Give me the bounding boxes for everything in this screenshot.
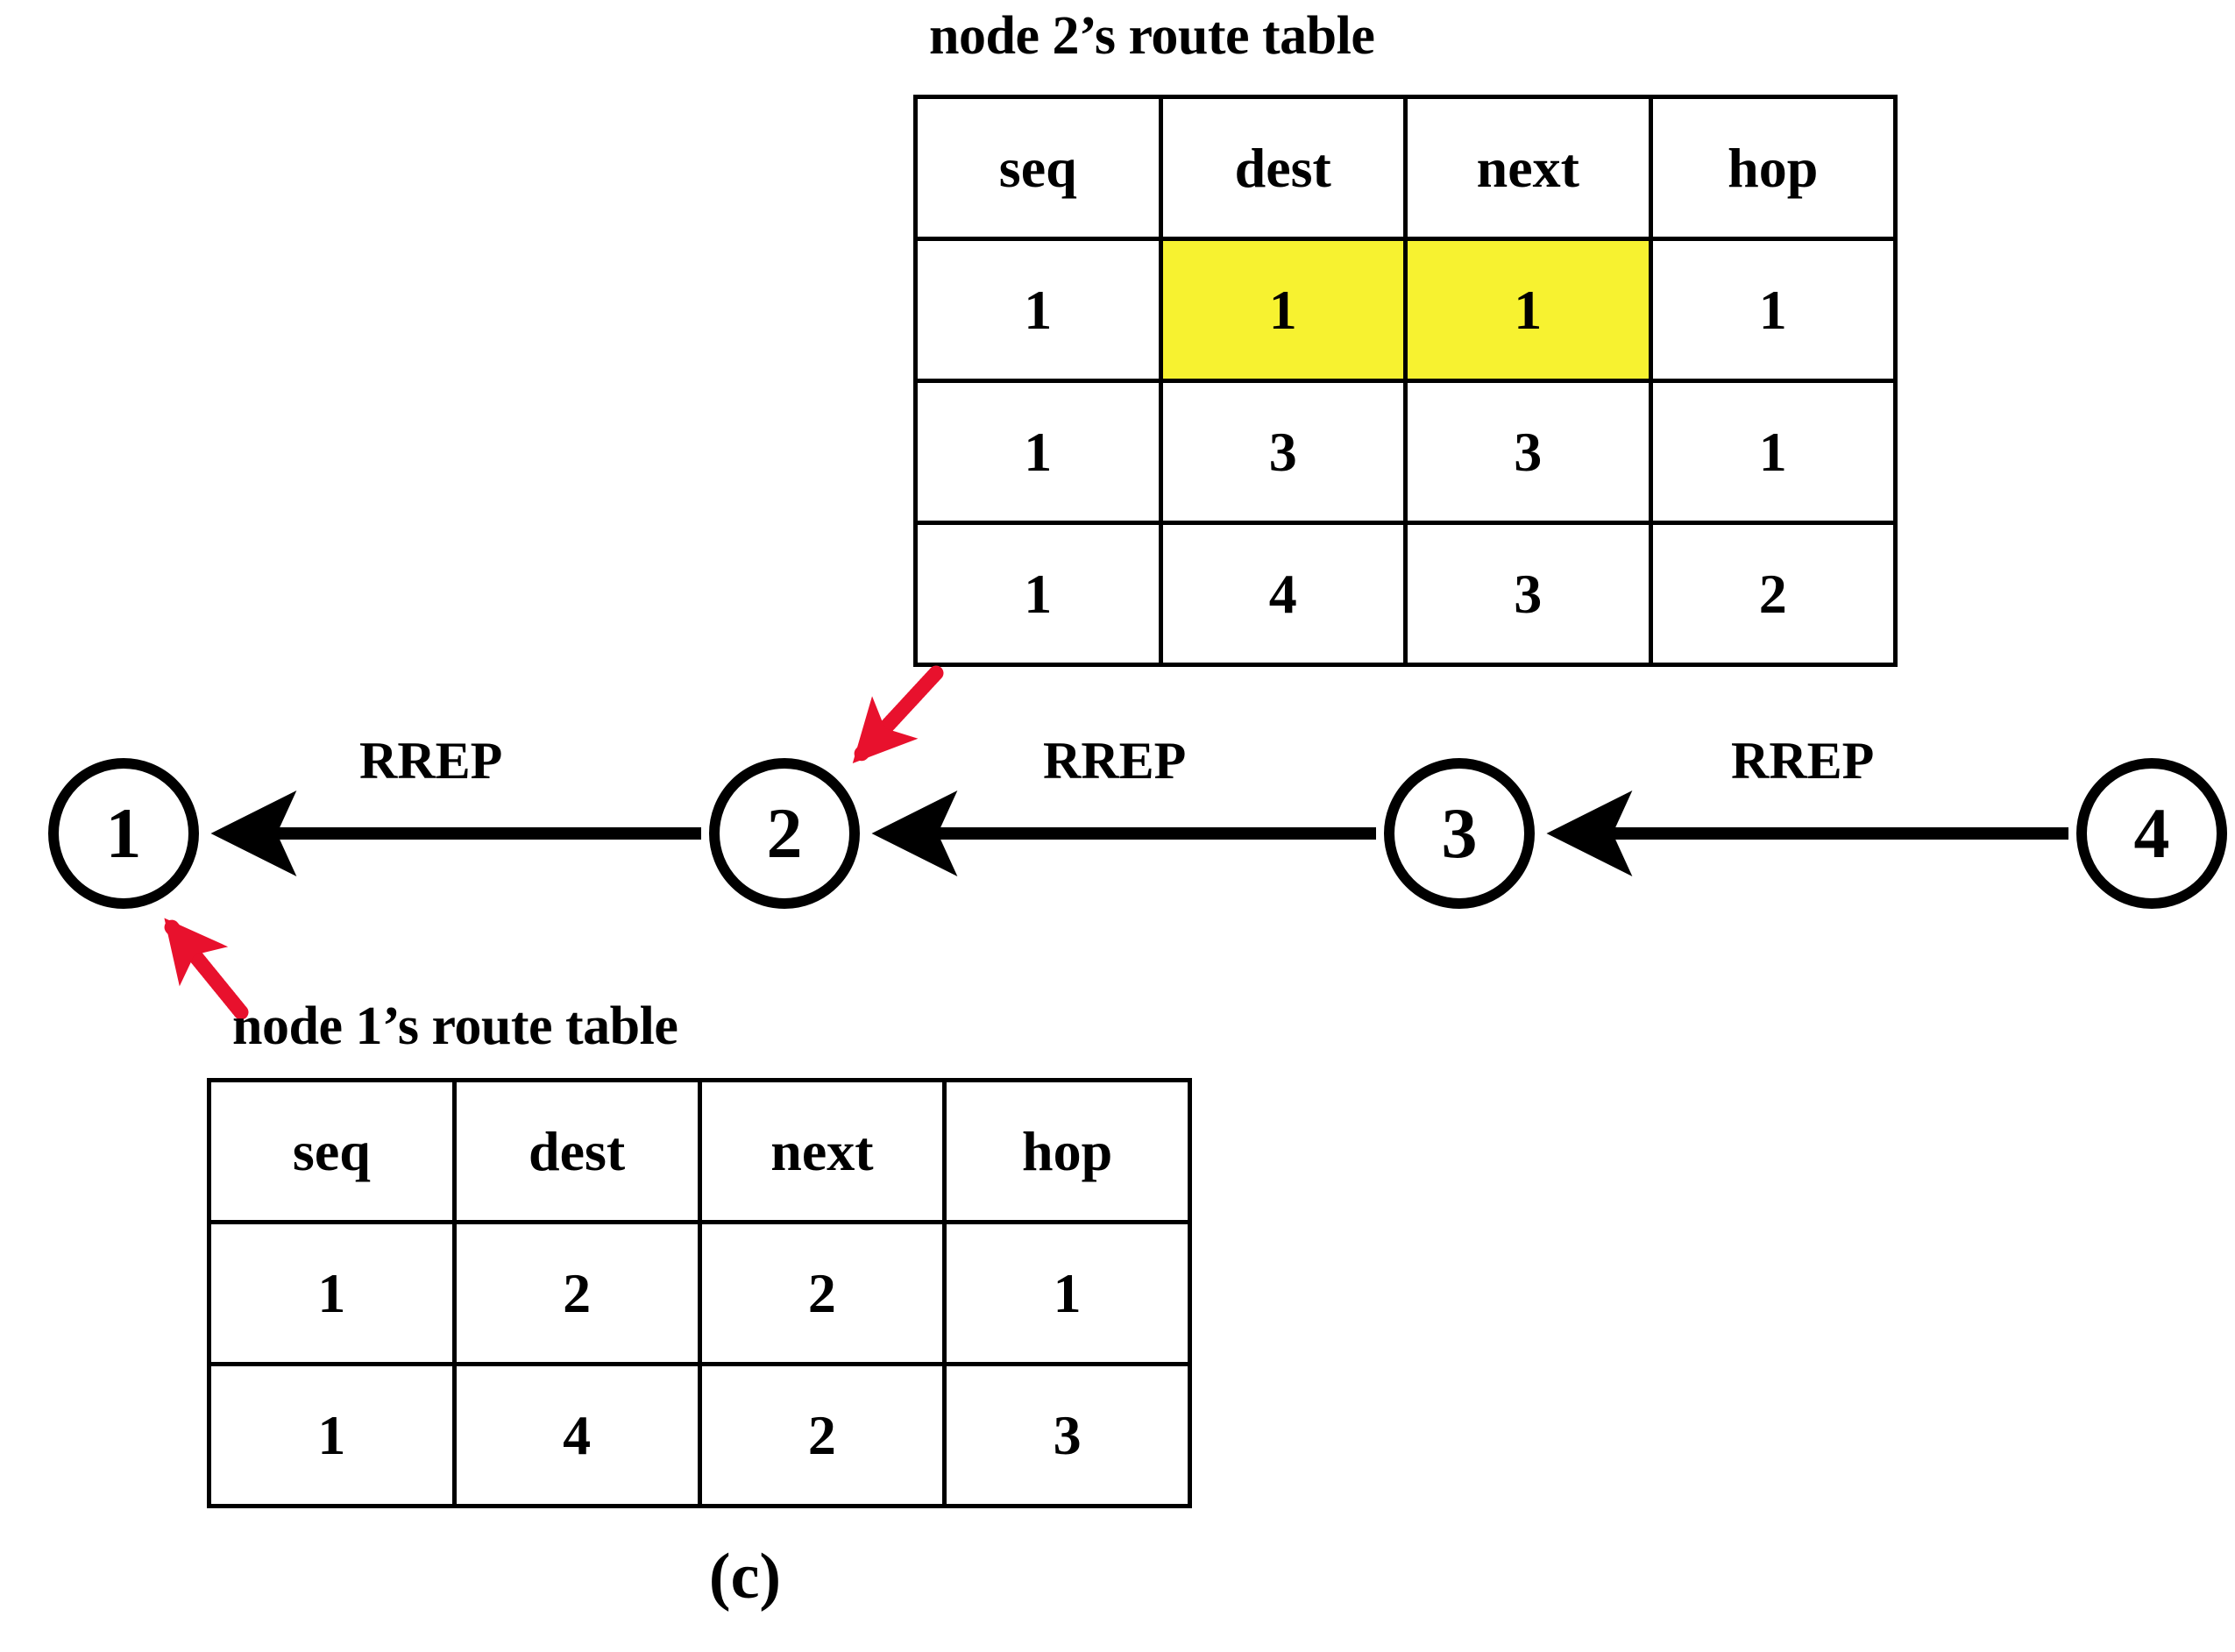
cell-seq: 1 — [913, 237, 1163, 383]
cell-seq: 1 — [913, 379, 1163, 525]
table-row: 1 4 3 2 — [913, 521, 1898, 667]
cell-dest: 4 — [451, 1362, 702, 1508]
cell-dest: 1 — [1158, 237, 1408, 383]
column-header-dest: dest — [451, 1078, 702, 1224]
column-header-next: next — [697, 1078, 947, 1224]
cell-seq: 1 — [913, 521, 1163, 667]
edge-label-rrep-2-1: RREP — [359, 732, 503, 790]
node-3: 3 — [1384, 758, 1535, 909]
node-2-label: 2 — [766, 793, 803, 873]
cell-next: 2 — [697, 1220, 947, 1366]
edge-label-rrep-4-3: RREP — [1731, 732, 1875, 790]
cell-next: 3 — [1403, 379, 1653, 525]
table-header-row: seq dest next hop — [207, 1078, 1192, 1224]
cell-hop: 1 — [1648, 379, 1898, 525]
edge-label-rrep-3-2: RREP — [1043, 732, 1187, 790]
column-header-dest: dest — [1158, 95, 1408, 241]
figure-caption: (c) — [708, 1541, 782, 1613]
node-1-label: 1 — [105, 793, 142, 873]
table-row: 1 2 2 1 — [207, 1220, 1192, 1366]
column-header-hop: hop — [942, 1078, 1192, 1224]
cell-seq: 1 — [207, 1362, 457, 1508]
cell-dest: 2 — [451, 1220, 702, 1366]
column-header-seq: seq — [207, 1078, 457, 1224]
table-row: 1 1 1 1 — [913, 237, 1898, 383]
table-header-row: seq dest next hop — [913, 95, 1898, 241]
column-header-next: next — [1403, 95, 1653, 241]
node2-route-table-title: node 2’s route table — [929, 6, 1375, 66]
node2-route-table: seq dest next hop 1 1 1 1 1 3 3 1 1 4 3 — [913, 95, 1898, 667]
node-1: 1 — [48, 758, 199, 909]
cell-seq: 1 — [207, 1220, 457, 1366]
node-3-label: 3 — [1441, 793, 1478, 873]
table-row: 1 3 3 1 — [913, 379, 1898, 525]
cell-dest: 3 — [1158, 379, 1408, 525]
node1-route-table: seq dest next hop 1 2 2 1 1 4 2 3 — [207, 1078, 1192, 1508]
cell-hop: 3 — [942, 1362, 1192, 1508]
node1-route-table-title: node 1’s route table — [232, 996, 678, 1056]
cell-hop: 1 — [1648, 237, 1898, 383]
cell-next: 2 — [697, 1362, 947, 1508]
table-row: 1 4 2 3 — [207, 1362, 1192, 1508]
cell-next: 3 — [1403, 521, 1653, 667]
cell-next: 1 — [1403, 237, 1653, 383]
pointer-table1-to-node1 — [164, 918, 249, 1020]
node-2: 2 — [709, 758, 860, 909]
node-4: 4 — [2076, 758, 2227, 909]
cell-hop: 1 — [942, 1220, 1192, 1366]
cell-dest: 4 — [1158, 521, 1408, 667]
node-4-label: 4 — [2133, 793, 2170, 873]
column-header-hop: hop — [1648, 95, 1898, 241]
cell-hop: 2 — [1648, 521, 1898, 667]
pointer-table2-to-node2 — [852, 665, 944, 763]
column-header-seq: seq — [913, 95, 1163, 241]
